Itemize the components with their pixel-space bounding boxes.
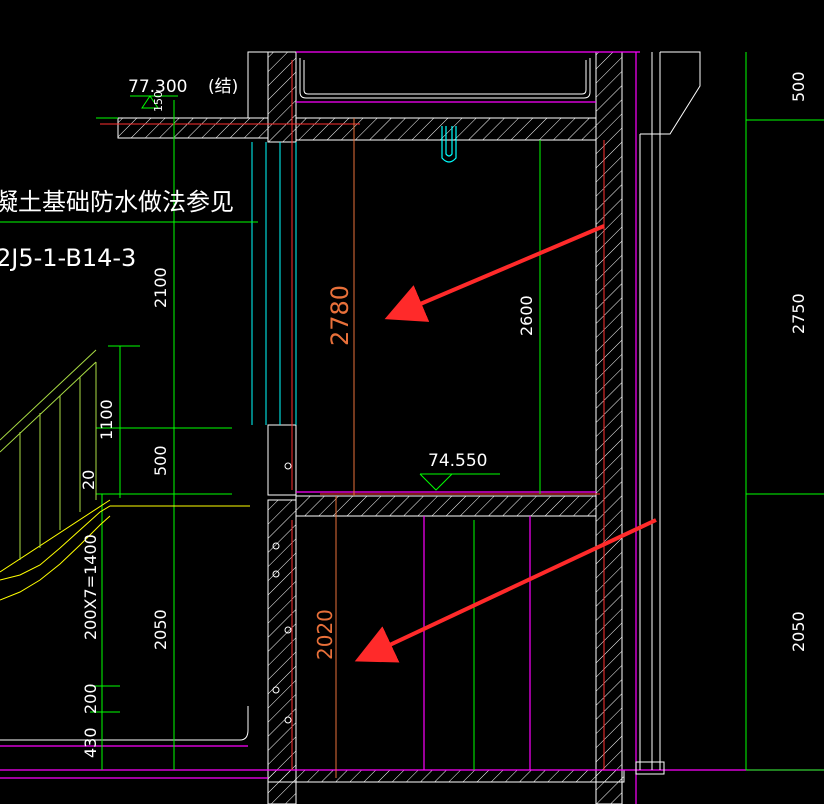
u-hook [441, 126, 457, 163]
bottom-tray [0, 706, 249, 741]
orange-dims [335, 118, 355, 778]
dim-left-500: 500 [151, 445, 170, 476]
wall-structure [117, 51, 625, 804]
waterproof-note: 凝土基础防水做法参见 [0, 188, 234, 216]
dim-left-200: 200 [81, 683, 100, 714]
top-level-suffix: (结) [208, 77, 238, 97]
dim-2020: 2020 [313, 609, 337, 660]
dim-2600: 2600 [517, 295, 536, 336]
annotation-arrow-upper [384, 224, 605, 322]
annotation-arrows [354, 224, 657, 663]
dimension-lines [0, 52, 824, 771]
dim-left-1400: 200X7=1400 [81, 534, 100, 640]
dim-left-1100: 1100 [97, 399, 116, 440]
dim-left-20: 20 [79, 470, 98, 490]
top-level-label: 77.300 [128, 77, 187, 97]
dim-right-2750: 2750 [789, 293, 808, 334]
elevation-markers [130, 95, 500, 491]
dim-2780: 2780 [326, 285, 354, 346]
dim-right-2050: 2050 [789, 611, 808, 652]
slab-edges [0, 51, 824, 804]
stair-rail [0, 499, 250, 601]
tray-detail [299, 58, 591, 99]
dim-left-2100: 2100 [151, 267, 170, 308]
wall-studs [272, 462, 292, 724]
right-structure [635, 51, 701, 775]
mid-level-label: 74.550 [428, 451, 487, 471]
annotation-arrow-lower [354, 518, 657, 663]
window-glass [251, 142, 297, 425]
top-small-label: 150 [152, 91, 165, 112]
red-lines [100, 60, 605, 770]
stair-railing [0, 349, 97, 560]
dim-left-2050: 2050 [151, 609, 170, 650]
dim-left-430: 430 [81, 727, 100, 758]
spec-code: 2J5-1-B14-3 [0, 244, 136, 272]
dim-right-500: 500 [789, 71, 808, 102]
